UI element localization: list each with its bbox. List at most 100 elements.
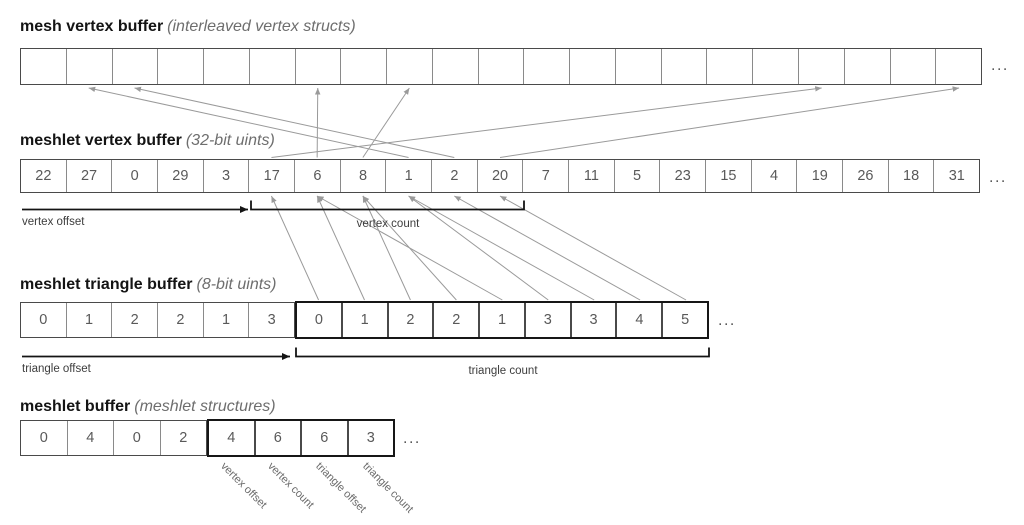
buffer-cell: 27 bbox=[65, 160, 112, 192]
buffer-cell: 19 bbox=[796, 160, 842, 192]
buffer-cell: 3 bbox=[202, 160, 249, 192]
buffer-cell: 22 bbox=[35, 168, 52, 184]
buffer-cell bbox=[111, 49, 158, 84]
buffer-cell bbox=[431, 49, 478, 84]
buffer-cell: 5 bbox=[613, 160, 660, 192]
title-text: meshlet vertex buffer bbox=[20, 132, 182, 149]
buffer-cell: 3 bbox=[346, 421, 394, 455]
buffer-cell: 2 bbox=[432, 303, 478, 337]
buffer-cell: 17 bbox=[248, 160, 294, 192]
vertex-lookup-arrow bbox=[314, 87, 321, 158]
triangle-lookup-arrow bbox=[408, 195, 595, 301]
buffer-cell: 5 bbox=[661, 303, 707, 337]
mesh-vertex-buffer-ellipsis: ... bbox=[991, 57, 1009, 74]
buffer-cell: 26 bbox=[842, 160, 888, 192]
buffer-cell bbox=[523, 49, 569, 84]
buffer-cell bbox=[340, 49, 386, 84]
buffer-cell: 1 bbox=[478, 303, 524, 337]
triangle-lookup-arrow bbox=[362, 195, 411, 301]
buffer-cell: 2 bbox=[159, 421, 207, 455]
vertex-lookup-arrow bbox=[499, 86, 960, 158]
title-subtitle: (32-bit uints) bbox=[185, 132, 275, 149]
buffer-cell: 2 bbox=[157, 303, 203, 337]
triangle-lookup-arrow bbox=[270, 195, 320, 301]
buffer-cell bbox=[21, 49, 66, 84]
buffer-cell: 6 bbox=[294, 160, 340, 192]
buffer-cell: 1 bbox=[385, 160, 431, 192]
buffer-cell: 0 bbox=[39, 312, 48, 328]
buffer-cell: 6 bbox=[253, 421, 301, 455]
buffer-cell: 15 bbox=[705, 160, 751, 192]
triangle-lookup-arrow bbox=[408, 195, 549, 301]
vertex-offset-label: vertex offset bbox=[22, 216, 85, 228]
meshlet-buffer-title: meshlet buffer(meshlet structures) bbox=[20, 397, 276, 416]
buffer-cell: 3 bbox=[248, 303, 294, 337]
buffer-cell: 4 bbox=[66, 421, 114, 455]
mesh-vertex-buffer-title: mesh vertex buffer(interleaved vertex st… bbox=[20, 17, 356, 36]
meshlet-vertex-buffer-title: meshlet vertex buffer(32-bit uints) bbox=[20, 131, 275, 150]
vertex-lookup-arrow bbox=[362, 87, 410, 158]
title-text: mesh vertex buffer bbox=[20, 18, 164, 35]
buffer-cell: 3 bbox=[569, 303, 616, 337]
buffer-cell: 7 bbox=[522, 160, 568, 192]
triangle-count-label: triangle count bbox=[468, 365, 538, 377]
buffer-cell: 6 bbox=[300, 421, 347, 455]
field-label-vertex-offset: vertex offset bbox=[218, 460, 269, 512]
vertex-count-bracket bbox=[250, 200, 525, 211]
buffer-cell: 11 bbox=[568, 160, 614, 192]
mesh-vertex-buffer-row bbox=[20, 48, 982, 85]
buffer-cell bbox=[889, 49, 936, 84]
buffer-cell bbox=[477, 49, 524, 84]
buffer-cell: 4 bbox=[615, 303, 661, 337]
buffer-cell bbox=[569, 49, 615, 84]
buffer-cell bbox=[843, 49, 890, 84]
buffer-cell: 8 bbox=[339, 160, 386, 192]
buffer-cell: 29 bbox=[157, 160, 203, 192]
field-label-vertex-count: vertex count bbox=[265, 460, 317, 512]
triangle-lookup-arrow bbox=[316, 195, 503, 301]
triangle-offset-label: triangle offset bbox=[22, 363, 91, 375]
buffer-cell bbox=[386, 49, 432, 84]
meshlet-triangle-buffer-ellipsis: ... bbox=[718, 312, 736, 329]
field-label-triangle-offset: triangle offset bbox=[313, 460, 369, 516]
buffer-cell: 1 bbox=[65, 303, 112, 337]
buffer-cell: 2 bbox=[431, 160, 477, 192]
buffer-cell bbox=[798, 49, 844, 84]
buffer-cell: 0 bbox=[39, 430, 48, 446]
title-subtitle: (interleaved vertex structs) bbox=[167, 18, 356, 35]
meshlet-triangle-buffer-title: meshlet triangle buffer(8-bit uints) bbox=[20, 275, 277, 294]
buffer-cell bbox=[248, 49, 295, 84]
buffer-cell: 0 bbox=[314, 312, 323, 328]
buffer-cell bbox=[752, 49, 798, 84]
lookup-arrows-group bbox=[88, 86, 960, 301]
buffer-cell bbox=[157, 49, 203, 84]
triangle-count-bracket bbox=[295, 347, 710, 358]
buffer-cell bbox=[706, 49, 752, 84]
buffer-cell: 4 bbox=[227, 430, 236, 446]
buffer-cell: 0 bbox=[111, 160, 157, 192]
title-text: meshlet buffer bbox=[20, 398, 131, 415]
buffer-cell: 1 bbox=[340, 303, 387, 337]
triangle-lookup-arrow bbox=[454, 195, 641, 301]
triangle-lookup-arrow bbox=[362, 195, 457, 301]
buffer-cell: 0 bbox=[113, 421, 160, 455]
buffer-cell bbox=[203, 49, 249, 84]
buffer-cell: 2 bbox=[111, 303, 157, 337]
triangle-lookup-arrow bbox=[316, 195, 365, 301]
title-subtitle: (8-bit uints) bbox=[196, 276, 277, 293]
buffer-cell: 20 bbox=[476, 160, 523, 192]
buffer-cell: 23 bbox=[659, 160, 705, 192]
buffer-cell bbox=[294, 49, 341, 84]
buffer-cell: 1 bbox=[202, 303, 249, 337]
buffer-cell bbox=[65, 49, 112, 84]
buffer-cell: 4 bbox=[750, 160, 797, 192]
title-text: meshlet triangle buffer bbox=[20, 276, 193, 293]
vertex-count-label: vertex count bbox=[356, 218, 420, 230]
buffer-cell bbox=[614, 49, 661, 84]
